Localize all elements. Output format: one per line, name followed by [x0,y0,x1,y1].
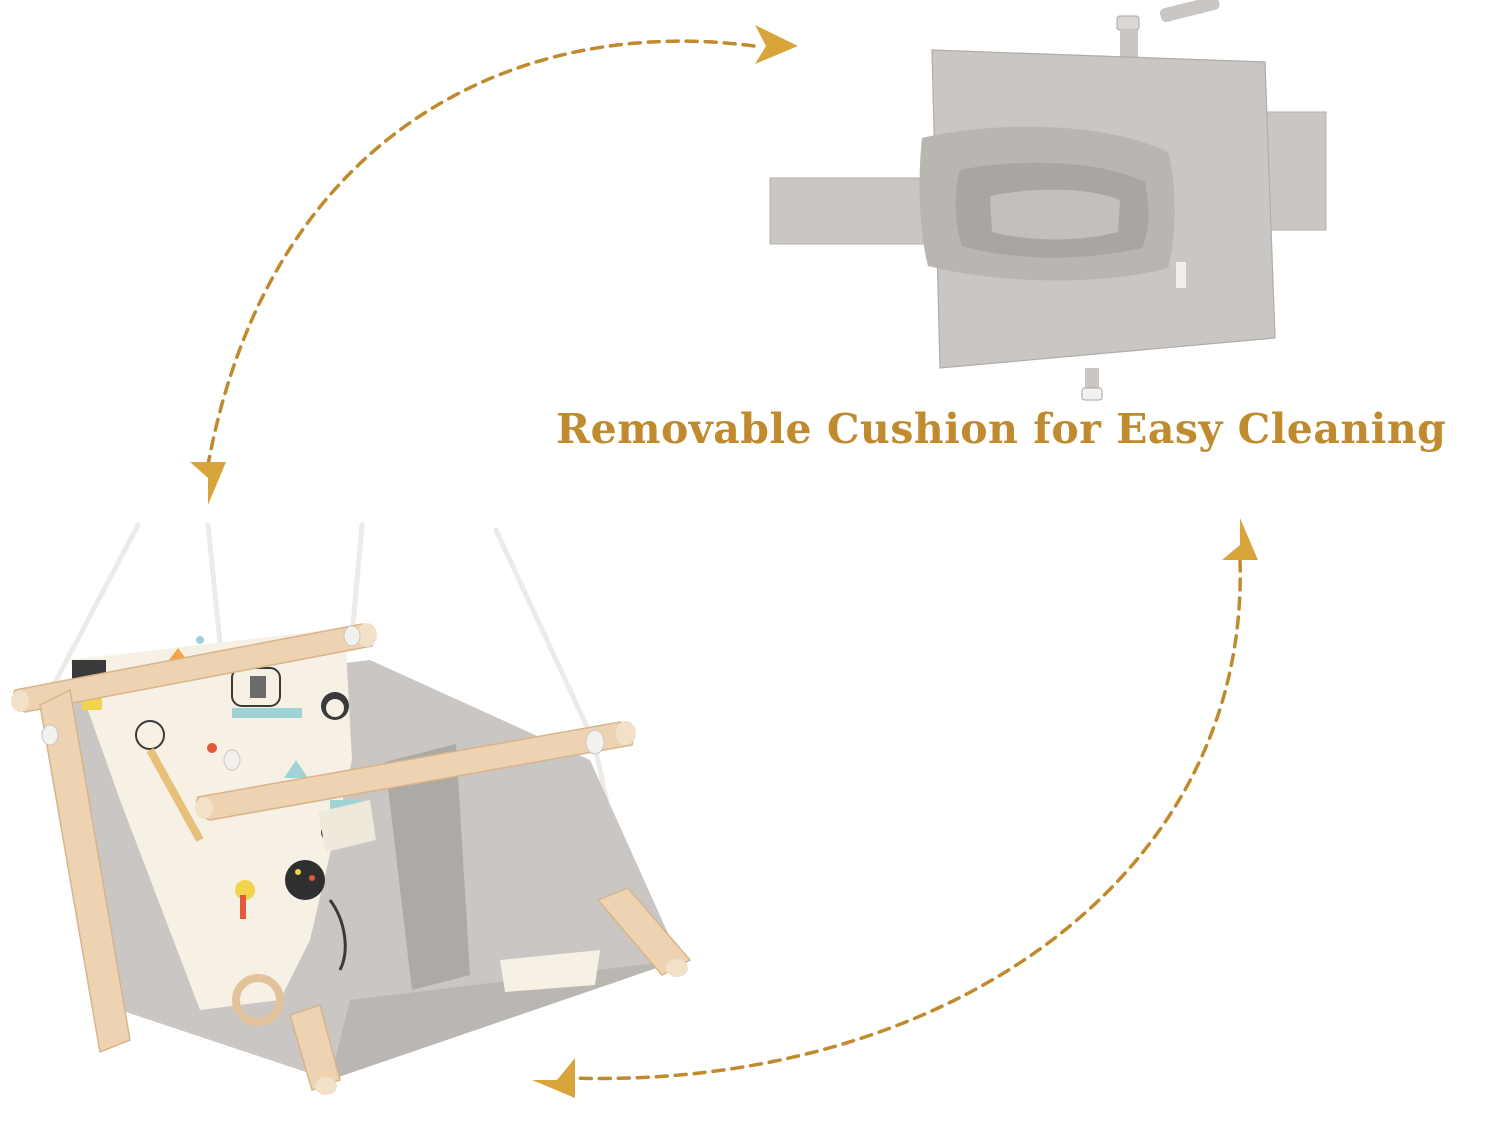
removed-cushion-cover [769,0,1327,401]
arrow-left-icon [532,1058,575,1098]
arrow-up-icon [1222,518,1258,560]
feature-headline: Removable Cushion for Easy Cleaning [556,405,1447,453]
arc-top-left [206,39,756,467]
baby-swing [11,522,692,1095]
arrow-down-icon [190,462,226,505]
double-headed-arrow-icon [755,25,798,64]
arc-bottom-right [568,558,1242,1081]
